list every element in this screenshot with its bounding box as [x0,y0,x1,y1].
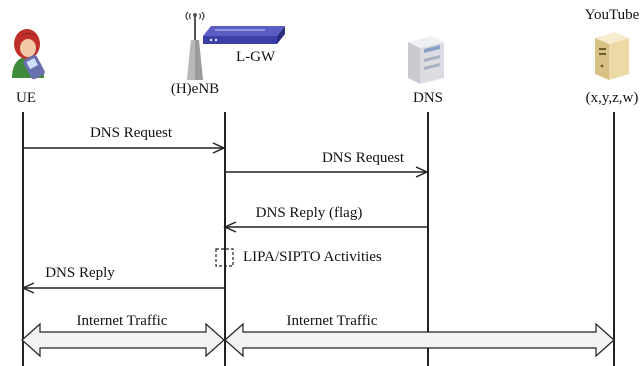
internet-traffic-label-1: Internet Traffic [76,313,168,329]
youtube-label: YouTube [584,7,640,23]
henb-lifeline [224,112,226,366]
youtube-address-label: (x,y,z,w) [585,90,639,106]
internet-traffic-arrow-2 [224,322,615,358]
lgw-label: L-GW [236,49,276,65]
dns-label: DNS [412,90,444,106]
ue-label: UE [16,90,36,106]
gateway-router-icon [203,26,285,44]
dns-request-label-1: DNS Request [89,125,173,141]
dns-request-arrow-1 [23,142,226,154]
antenna-tower-icon [185,12,205,80]
dns-request-label-2: DNS Request [321,150,405,166]
henb-label: (H)eNB [170,81,220,97]
youtube-lifeline [613,112,615,366]
server-icon [408,36,444,84]
internet-traffic-label-2: Internet Traffic [286,313,378,329]
user-with-phone-icon [12,29,45,80]
lipa-sipto-label: LIPA/SIPTO Activities [243,249,382,265]
server-tower-icon [595,32,629,80]
ue-lifeline [22,112,24,366]
dns-reply-flag-arrow [223,221,427,233]
dns-reply-arrow [21,282,224,294]
internet-traffic-arrow-1 [21,322,225,358]
dns-reply-label: DNS Reply [45,265,115,281]
dns-lifeline [427,112,429,366]
dashed-box-icon [215,248,234,267]
dns-reply-flag-label: DNS Reply (flag) [255,205,363,221]
dns-request-arrow-2 [225,166,429,178]
